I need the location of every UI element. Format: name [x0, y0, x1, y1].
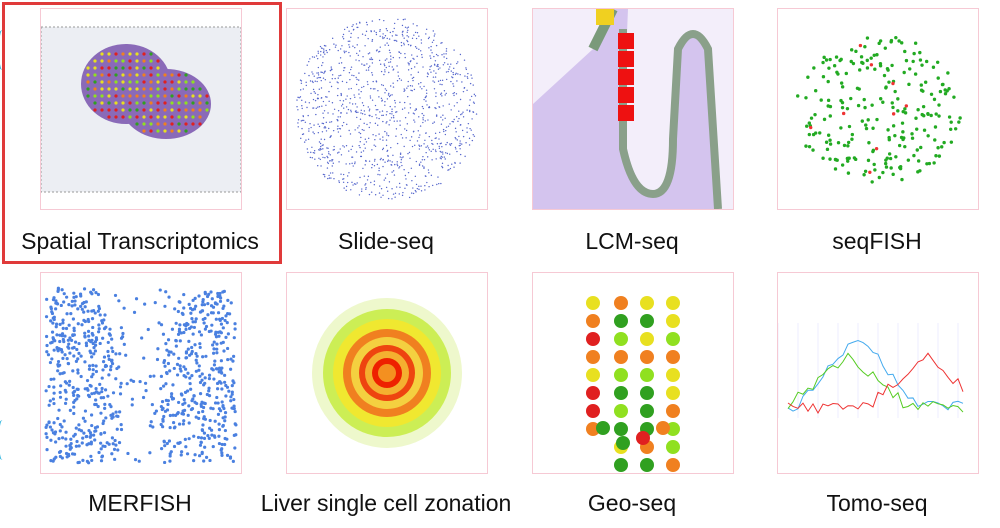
- method-label[interactable]: Liver single cell zonation: [260, 490, 512, 516]
- method-label[interactable]: Slide-seq: [338, 228, 434, 254]
- slide-seq-image: [296, 18, 478, 200]
- selection-highlight: [2, 2, 282, 264]
- tile-spatial-transcriptomics[interactable]: [40, 8, 242, 210]
- method-label[interactable]: Tomo-seq: [826, 490, 928, 516]
- method-label[interactable]: Spatial Transcriptomics: [21, 228, 259, 254]
- lcm-seq-image: [533, 9, 733, 209]
- tile-slide-seq[interactable]: [286, 8, 488, 210]
- liver-zonation-image: [312, 298, 462, 448]
- tile-tomo-seq[interactable]: [777, 272, 979, 474]
- tomo-seq-image: [778, 323, 964, 418]
- method-label[interactable]: Geo-seq: [587, 490, 677, 516]
- tile-liver-zonation[interactable]: [286, 272, 488, 474]
- tile-merfish[interactable]: [40, 272, 242, 474]
- method-label[interactable]: seqFISH: [832, 228, 922, 254]
- spatial-transcriptomics-image: [41, 26, 241, 193]
- tile-lcm-seq[interactable]: [532, 8, 734, 210]
- method-label[interactable]: LCM-seq: [585, 228, 679, 254]
- merfish-image: [44, 286, 238, 465]
- seqfish-image: [796, 35, 962, 184]
- decorative-arc: [0, 420, 9, 460]
- tile-seqfish[interactable]: [777, 8, 979, 210]
- geo-seq-image: [586, 296, 680, 472]
- tile-geo-seq[interactable]: [532, 272, 734, 474]
- method-label[interactable]: MERFISH: [88, 490, 192, 516]
